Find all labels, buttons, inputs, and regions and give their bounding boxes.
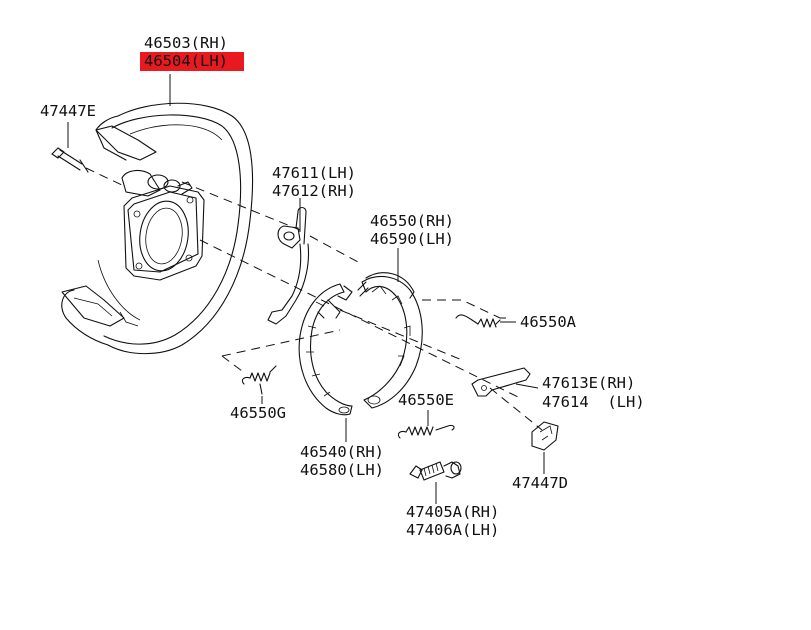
label-47447e[interactable]: 47447E bbox=[40, 102, 96, 120]
label-46580[interactable]: 46580(LH) bbox=[300, 461, 384, 479]
label-46540[interactable]: 46540(RH) bbox=[300, 443, 384, 461]
label-46590[interactable]: 46590(LH) bbox=[370, 230, 454, 248]
leader-lines bbox=[67, 74, 545, 504]
parking-brake-lever[interactable] bbox=[267, 206, 310, 325]
label-47612[interactable]: 47612(RH) bbox=[272, 182, 356, 200]
clip-47447d[interactable] bbox=[531, 421, 559, 451]
label-46550e[interactable]: 46550E bbox=[398, 391, 454, 409]
rear-brake-shoe[interactable] bbox=[357, 272, 423, 409]
label-47447d[interactable]: 47447D bbox=[512, 474, 568, 492]
backing-plate[interactable] bbox=[61, 102, 254, 355]
label-47406a[interactable]: 47406A(LH) bbox=[406, 521, 499, 539]
label-47614[interactable]: 47614 (LH) bbox=[542, 393, 645, 411]
bolt-47447e[interactable] bbox=[51, 147, 89, 173]
label-46550g[interactable]: 46550G bbox=[230, 404, 286, 422]
label-46550[interactable]: 46550(RH) bbox=[370, 212, 454, 230]
adjuster-spring-46550e[interactable] bbox=[397, 424, 455, 439]
label-47611[interactable]: 47611(LH) bbox=[272, 164, 356, 182]
label-46550a[interactable]: 46550A bbox=[520, 313, 577, 331]
label-47405a[interactable]: 47405A(RH) bbox=[406, 503, 499, 521]
label-46504-selected[interactable]: 46504(LH) bbox=[144, 52, 228, 70]
shoe-adjuster[interactable] bbox=[409, 461, 462, 481]
label-46503[interactable]: 46503(RH) bbox=[144, 34, 228, 52]
return-spring-46550a[interactable] bbox=[455, 314, 501, 328]
hold-down-spring-46550g[interactable] bbox=[241, 365, 277, 395]
adjuster-lever[interactable] bbox=[471, 367, 531, 397]
selected-part-highlight bbox=[140, 52, 244, 71]
assembly-axis-lines bbox=[85, 167, 543, 431]
front-brake-shoe[interactable] bbox=[298, 283, 353, 416]
label-47613e[interactable]: 47613E(RH) bbox=[542, 374, 635, 392]
